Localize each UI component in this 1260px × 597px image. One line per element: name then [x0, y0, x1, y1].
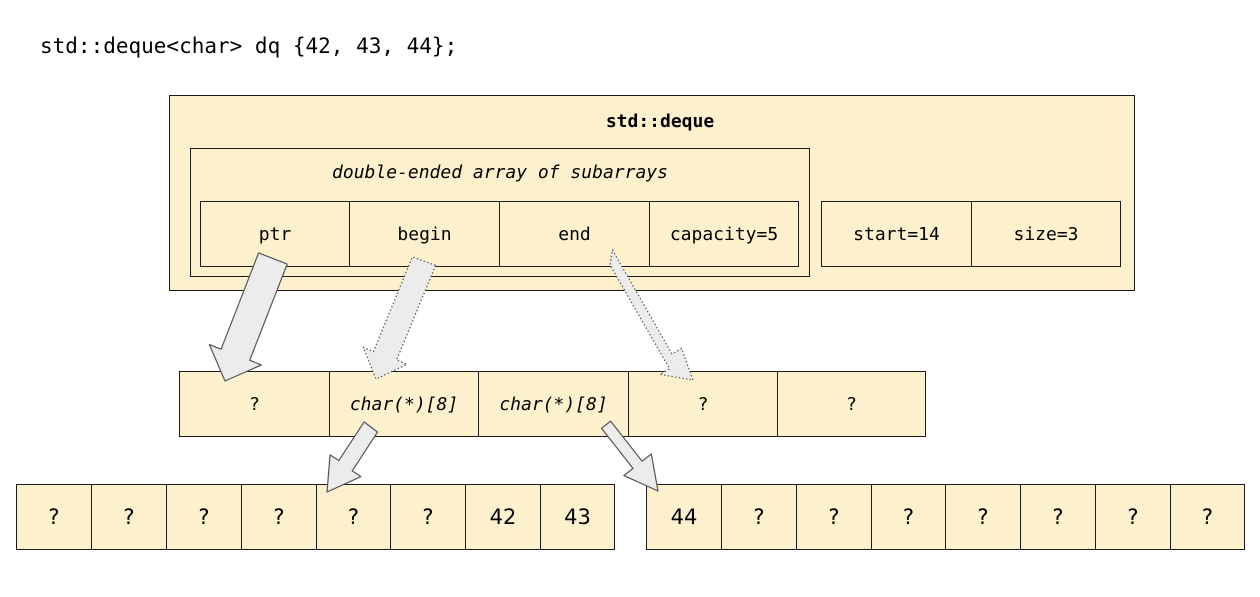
map-cell: ?: [628, 371, 778, 437]
map-cell: ?: [777, 371, 926, 437]
block-cell: 44: [646, 484, 722, 550]
code-line: std::deque<char> dq {42, 43, 44};: [40, 34, 458, 58]
block-cell: ?: [796, 484, 872, 550]
field-capacity: capacity=5: [649, 201, 799, 267]
block-cell: ?: [1170, 484, 1245, 550]
field-size: size=3: [971, 201, 1121, 267]
block-cell: ?: [241, 484, 317, 550]
block-cell: ?: [316, 484, 391, 550]
block-cell: ?: [166, 484, 242, 550]
field-ptr: ptr: [200, 201, 350, 267]
block-cell: ?: [1020, 484, 1096, 550]
field-start: start=14: [821, 201, 972, 267]
arrow-ptr: [208, 252, 288, 382]
arrow-to-left-block: [326, 421, 379, 493]
field-end: end: [499, 201, 650, 267]
block-cell: ?: [871, 484, 946, 550]
map-cell: char(*)[8]: [329, 371, 479, 437]
block-cell: 42: [465, 484, 541, 550]
subarray-map-title: double-ended array of subarrays: [332, 162, 668, 183]
field-begin: begin: [349, 201, 500, 267]
block-cell: 43: [540, 484, 615, 550]
arrow-to-right-block: [600, 420, 659, 492]
block-cell: ?: [91, 484, 167, 550]
map-cell: char(*)[8]: [478, 371, 629, 437]
block-cell: ?: [390, 484, 466, 550]
arrow-begin: [362, 256, 437, 380]
block-cell: ?: [721, 484, 797, 550]
block-cell: ?: [16, 484, 92, 550]
map-cell: ?: [179, 371, 330, 437]
deque-title: std::deque: [605, 111, 715, 132]
arrow-end: [609, 249, 694, 381]
